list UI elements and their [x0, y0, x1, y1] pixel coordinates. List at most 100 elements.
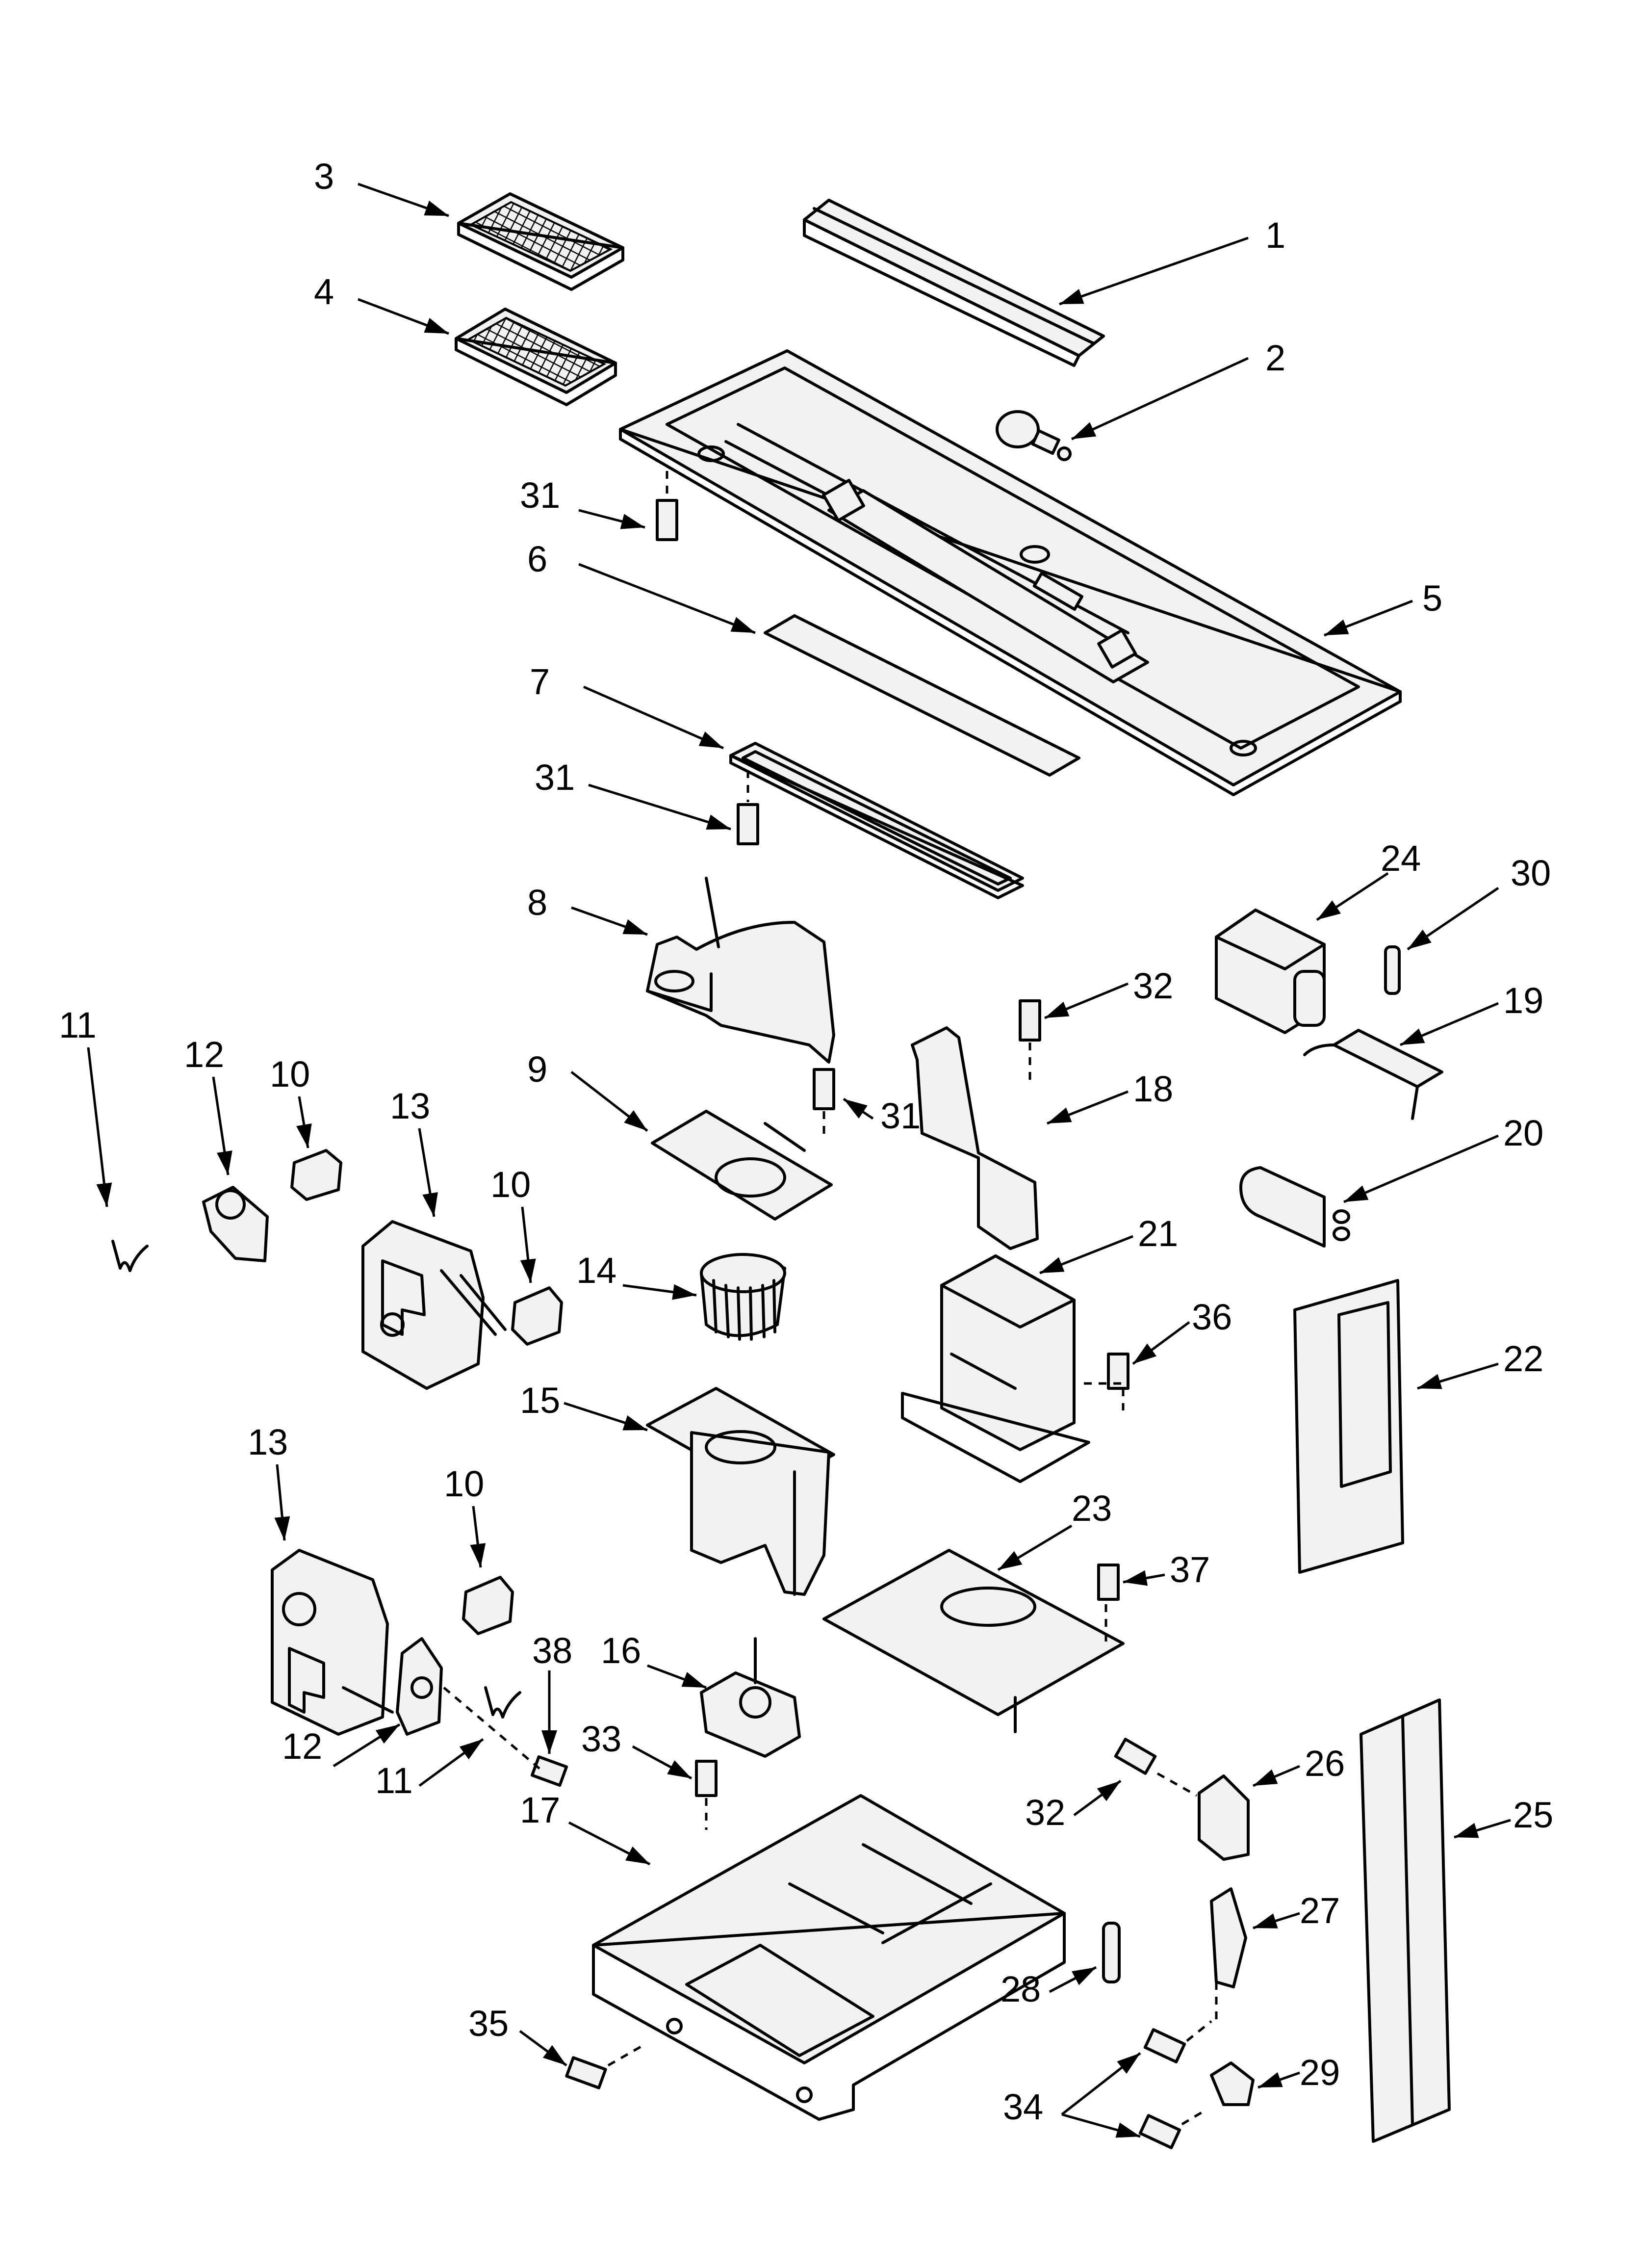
- callout-13-a: 13: [390, 1086, 430, 1126]
- leader-line: [87, 1047, 108, 1207]
- interlock-lever-upper: [202, 1186, 269, 1262]
- arrowhead: [1258, 2072, 1283, 2087]
- arrowhead: [1400, 1028, 1425, 1045]
- arrowhead: [667, 1760, 692, 1778]
- arrowhead: [520, 1258, 536, 1283]
- callout-25: 25: [1513, 1795, 1553, 1835]
- arrowhead: [620, 514, 645, 529]
- callout-15: 15: [520, 1380, 560, 1421]
- blower-wheel: [700, 1253, 786, 1341]
- callout-31-mid: 31: [535, 757, 575, 798]
- wire-clip: [1210, 2061, 1255, 2106]
- micro-switch-b: [511, 1286, 563, 1346]
- callout-19: 19: [1503, 980, 1543, 1021]
- callout-35: 35: [468, 2003, 509, 2044]
- air-duct: [646, 877, 835, 1064]
- screw-31-mid: [737, 803, 759, 845]
- leader-line: [1071, 357, 1249, 441]
- interlock-spring-lower: [484, 1686, 521, 1719]
- callout-11-b: 11: [375, 1760, 413, 1801]
- arrowhead: [624, 1110, 647, 1131]
- callout-8: 8: [527, 882, 547, 923]
- screw-32-lower: [1114, 1738, 1157, 1775]
- callout-24: 24: [1381, 838, 1421, 879]
- blower-plate: [651, 1110, 833, 1221]
- callout-32-b: 32: [1025, 1792, 1065, 1833]
- screw-34-upper: [1143, 2028, 1186, 2063]
- leader-line: [1059, 236, 1249, 306]
- interlock-lever-lower: [396, 1637, 443, 1736]
- leader-line: [578, 563, 756, 634]
- callout-2: 2: [1265, 338, 1285, 378]
- arrowhead: [1317, 900, 1341, 920]
- callout-12-b: 12: [282, 1726, 322, 1767]
- arrowhead: [296, 1123, 312, 1148]
- arrowhead: [424, 318, 449, 334]
- arrowhead: [730, 617, 755, 633]
- callout-31-lower: 31: [880, 1095, 921, 1136]
- callout-11-a: 11: [59, 1005, 97, 1045]
- interlock-bracket-upper: [361, 1220, 507, 1390]
- callout-5: 5: [1422, 578, 1442, 619]
- arrowhead: [1344, 1185, 1369, 1202]
- arrowhead: [217, 1150, 232, 1175]
- screw-35: [565, 2056, 607, 2089]
- arrowhead: [96, 1182, 112, 1207]
- callout-4: 4: [314, 271, 334, 312]
- blower-housing: [646, 1387, 835, 1596]
- callout-32-a: 32: [1133, 965, 1173, 1006]
- arrowhead: [998, 1551, 1023, 1570]
- arrowhead: [625, 1846, 650, 1864]
- interlock-spring-upper: [111, 1240, 149, 1272]
- arrowhead: [1253, 1769, 1278, 1786]
- interlock-bracket-lower: [271, 1549, 394, 1736]
- mounting-plate: [822, 1549, 1125, 1733]
- screw-31-top: [656, 499, 678, 541]
- thermal-cutoff: [1303, 1029, 1443, 1120]
- callout-34: 34: [1003, 2086, 1043, 2127]
- callout-12-a: 12: [184, 1034, 224, 1075]
- callout-22: 22: [1503, 1338, 1543, 1379]
- switch-bracket: [1210, 1887, 1247, 1988]
- screw-32-upper: [1019, 999, 1041, 1042]
- light-bulb: [996, 410, 1072, 461]
- arrowhead: [672, 1284, 696, 1300]
- callout-10-c: 10: [444, 1463, 484, 1504]
- support-bracket: [911, 1026, 1039, 1250]
- arrowhead: [1097, 1781, 1121, 1801]
- callout-16: 16: [601, 1630, 641, 1671]
- leader-line: [1343, 1134, 1499, 1203]
- arrowhead: [1059, 289, 1084, 304]
- arrowhead: [1045, 1001, 1070, 1018]
- leader-line: [583, 685, 724, 750]
- callout-7: 7: [530, 661, 550, 702]
- fan-motor: [700, 1637, 801, 1758]
- callout-13-b: 13: [248, 1422, 288, 1462]
- magnetron: [1215, 909, 1326, 1034]
- grease-filter-lower: [455, 308, 617, 406]
- arrowhead: [622, 1415, 647, 1431]
- callout-10-a: 10: [270, 1054, 310, 1095]
- arrowhead: [1324, 619, 1349, 635]
- side-panel: [1293, 1279, 1404, 1574]
- screw-34-lower: [1138, 2114, 1181, 2149]
- callout-1: 1: [1265, 215, 1285, 256]
- leader-lines: [87, 182, 1511, 2138]
- arrowhead: [1072, 1967, 1096, 1985]
- callout-26: 26: [1305, 1743, 1345, 1784]
- capacitor: [1239, 1166, 1350, 1248]
- arrowhead: [1133, 1343, 1157, 1364]
- base-tray: [592, 1794, 1066, 2121]
- fuse-28: [1102, 1922, 1121, 1983]
- arrowhead: [1047, 1107, 1072, 1123]
- alignment-dashes: [443, 471, 1218, 2126]
- arrowhead: [1253, 1913, 1278, 1929]
- callout-37: 37: [1170, 1549, 1210, 1590]
- callout-9: 9: [527, 1049, 547, 1090]
- arrowhead: [1115, 2122, 1140, 2138]
- micro-switch-c: [462, 1576, 514, 1635]
- callout-28: 28: [1001, 1969, 1041, 2009]
- leader-line: [588, 783, 731, 831]
- callout-6: 6: [527, 539, 547, 579]
